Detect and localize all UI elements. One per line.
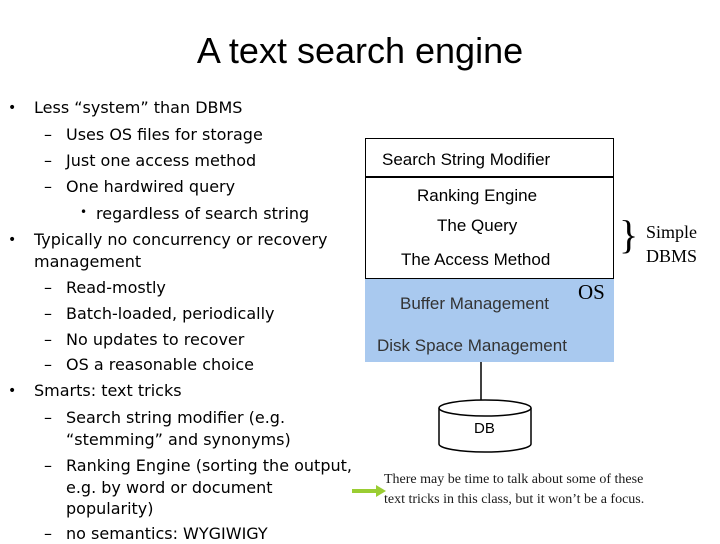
dash-marker: –: [44, 456, 52, 475]
sub-bullet-item: Search string modifier (e.g.: [66, 408, 286, 427]
bullet-dot: •: [80, 205, 88, 219]
sub-bullet-item: Ranking Engine (sorting the output,: [66, 456, 352, 475]
buffer-management-box: [365, 279, 614, 331]
database-icon: [438, 399, 532, 453]
dash-marker: –: [44, 304, 52, 323]
sub-bullet-continuation: e.g. by word or document: [66, 478, 273, 497]
footnote-text: There may be time to talk about some of …: [384, 470, 714, 510]
dash-marker: –: [44, 408, 52, 427]
bullet-item: Less “system” than DBMS: [34, 98, 243, 117]
simple-dbms-label: Simple: [646, 222, 698, 242]
bullet-dot: •: [8, 232, 17, 248]
sub-bullet-item: One hardwired query: [66, 177, 236, 196]
slide-title: A text search engine: [196, 30, 524, 71]
search-string-modifier-label: Search String Modifier: [382, 150, 551, 169]
search-string-modifier-box: [365, 138, 614, 177]
sub-bullet-item: OS a reasonable choice: [66, 355, 255, 374]
bullet-item: Typically no concurrency or recovery: [34, 230, 328, 249]
buffer-management-label: Buffer Management: [400, 294, 549, 313]
sub-bullet-item: Batch-loaded, periodically: [66, 304, 275, 323]
disk-space-management-label: Disk Space Management: [377, 336, 567, 355]
bullet-item: Smarts: text tricks: [34, 381, 182, 400]
dash-marker: –: [44, 177, 52, 196]
ranking-engine-label: Ranking Engine: [417, 186, 538, 205]
bullet-continuation: management: [34, 252, 142, 271]
footnote-line: There may be time to talk about some of …: [384, 472, 644, 487]
bullet-dot: •: [8, 100, 17, 116]
access-method-label: The Access Method: [401, 250, 551, 269]
os-label: OS: [578, 280, 605, 304]
dash-marker: –: [44, 524, 52, 543]
db-label: DB: [474, 420, 495, 437]
the-query-label: The Query: [437, 216, 518, 235]
footnote-line: text tricks in this class, but it won’t …: [384, 492, 645, 507]
query-engine-box: [365, 177, 614, 279]
dash-marker: –: [44, 278, 52, 297]
sub-bullet-item: Read-mostly: [66, 278, 166, 297]
sub-bullet-continuation: popularity): [66, 499, 154, 518]
dash-marker: –: [44, 151, 52, 170]
dash-marker: –: [44, 330, 52, 349]
bullet-dot: •: [8, 383, 17, 399]
simple-dbms-brace: }: [619, 212, 639, 257]
sub-sub-bullet-item: regardless of search string: [96, 204, 310, 223]
sub-bullet-item: no semantics: WYGIWIGY: [66, 524, 268, 543]
disk-space-management-box: [365, 331, 614, 362]
sub-bullet-continuation: “stemming” and synonyms): [66, 430, 291, 449]
sub-bullet-item: No updates to recover: [66, 330, 245, 349]
sub-bullet-item: Just one access method: [66, 151, 257, 170]
dash-marker: –: [44, 125, 52, 144]
dash-marker: –: [44, 355, 52, 374]
simple-dbms-label: DBMS: [646, 246, 698, 266]
sub-bullet-item: Uses OS files for storage: [66, 125, 263, 144]
